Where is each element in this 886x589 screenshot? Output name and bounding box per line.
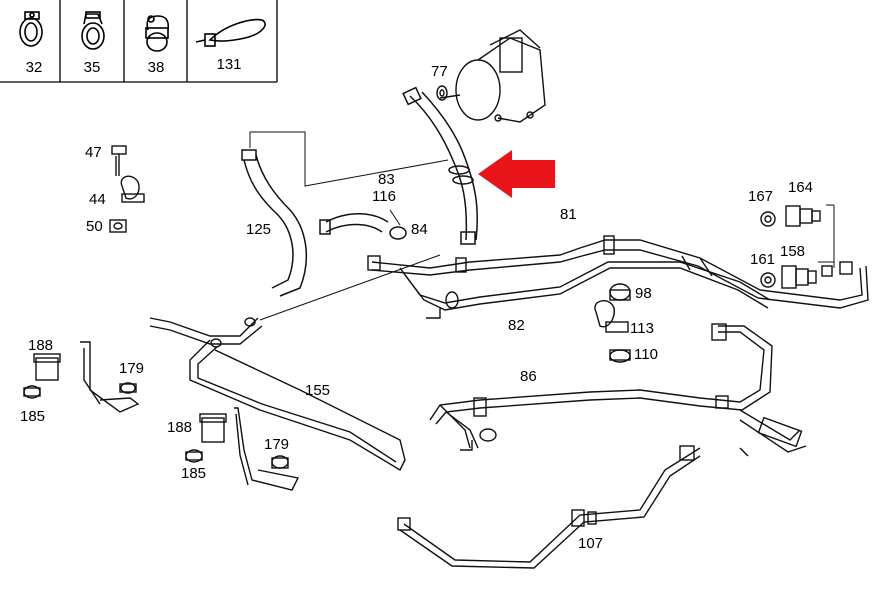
- callout-155: 155: [305, 382, 331, 399]
- pump-reservoir: [439, 29, 546, 123]
- callout-164: 164: [788, 179, 814, 196]
- callout-110: 110: [634, 346, 658, 363]
- callout-179-lower: 179: [264, 436, 290, 453]
- part-32-number: 32: [25, 59, 43, 76]
- callout-98: 98: [635, 285, 652, 302]
- fittings-right: [760, 205, 853, 289]
- callout-81: 81: [560, 206, 577, 223]
- clamp-band-icon: [81, 11, 105, 50]
- line-107: [397, 445, 701, 569]
- washer-77: [436, 85, 448, 101]
- pipe-81-82: [367, 235, 869, 319]
- part-38-number: 38: [147, 59, 165, 76]
- part-131-number: 131: [216, 56, 242, 73]
- bracket-left-lower: [185, 407, 300, 491]
- hose-clamp-icon: [19, 11, 43, 47]
- line-86: [429, 323, 807, 457]
- callout-44: 44: [89, 191, 106, 208]
- callout-185-lower: 185: [181, 465, 207, 482]
- callout-185-upper: 185: [20, 408, 46, 425]
- callout-158: 158: [780, 243, 806, 260]
- callout-86: 86: [520, 368, 537, 385]
- clip-group-98-113-110: [594, 283, 631, 363]
- callout-84: 84: [411, 221, 428, 238]
- callout-167: 167: [748, 188, 774, 205]
- callout-83: 83: [378, 171, 395, 188]
- bracket-left-upper: [23, 341, 140, 413]
- bolt-clamp-nut: [109, 145, 145, 233]
- line-155: [149, 317, 406, 471]
- hose-125: [241, 149, 308, 297]
- header-strip: [0, 0, 278, 83]
- callout-77: 77: [431, 63, 448, 80]
- callout-125: 125: [246, 221, 272, 238]
- callout-188-lower: 188: [167, 419, 193, 436]
- callout-113: 113: [630, 320, 654, 337]
- callout-161: 161: [750, 251, 776, 268]
- highlight-arrow: [478, 150, 555, 198]
- spring-clip-icon: [145, 15, 170, 52]
- callout-47: 47: [85, 144, 102, 161]
- part-35-number: 35: [83, 59, 101, 76]
- callout-50: 50: [86, 218, 103, 235]
- callout-179-upper: 179: [119, 360, 145, 377]
- callout-107: 107: [578, 535, 604, 552]
- callout-82: 82: [508, 317, 525, 334]
- cable-tie-icon: [195, 18, 266, 47]
- hose-83: [402, 86, 479, 245]
- hose-116: [319, 213, 407, 240]
- callout-116: 116: [372, 188, 396, 205]
- callout-188-upper: 188: [28, 337, 54, 354]
